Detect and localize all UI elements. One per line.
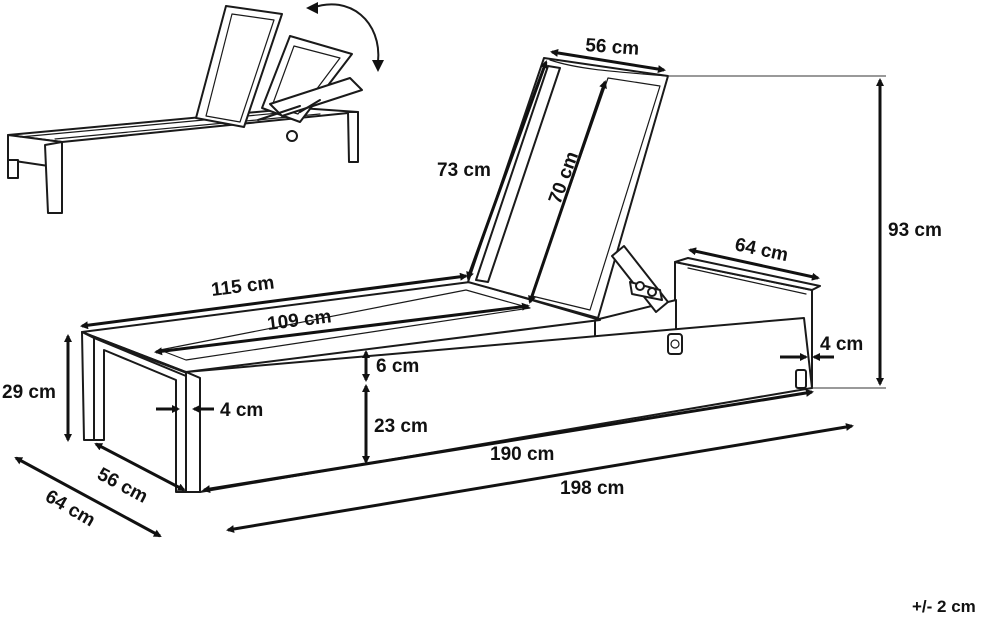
label-seat-outer-length: 115 cm	[210, 272, 275, 301]
tolerance-note: +/- 2 cm	[912, 597, 976, 616]
label-backrest-width: 56 cm	[585, 35, 640, 60]
dimension-lines	[14, 49, 886, 538]
label-seat-height: 23 cm	[374, 416, 428, 437]
label-seat-thickness: 6 cm	[376, 356, 419, 377]
label-inner-length: 190 cm	[490, 444, 554, 465]
label-frame-depth-right: 4 cm	[820, 334, 863, 355]
label-outer-width: 64 cm	[42, 486, 99, 531]
label-frame-depth-left: 4 cm	[220, 400, 263, 421]
recline-inset-illustration	[7, 2, 384, 214]
label-outer-length: 198 cm	[560, 478, 624, 499]
label-total-height: 93 cm	[888, 220, 942, 241]
label-leg-height: 29 cm	[2, 382, 56, 403]
label-backrest-outer-length: 73 cm	[437, 160, 491, 181]
label-inner-width: 56 cm	[94, 464, 151, 508]
